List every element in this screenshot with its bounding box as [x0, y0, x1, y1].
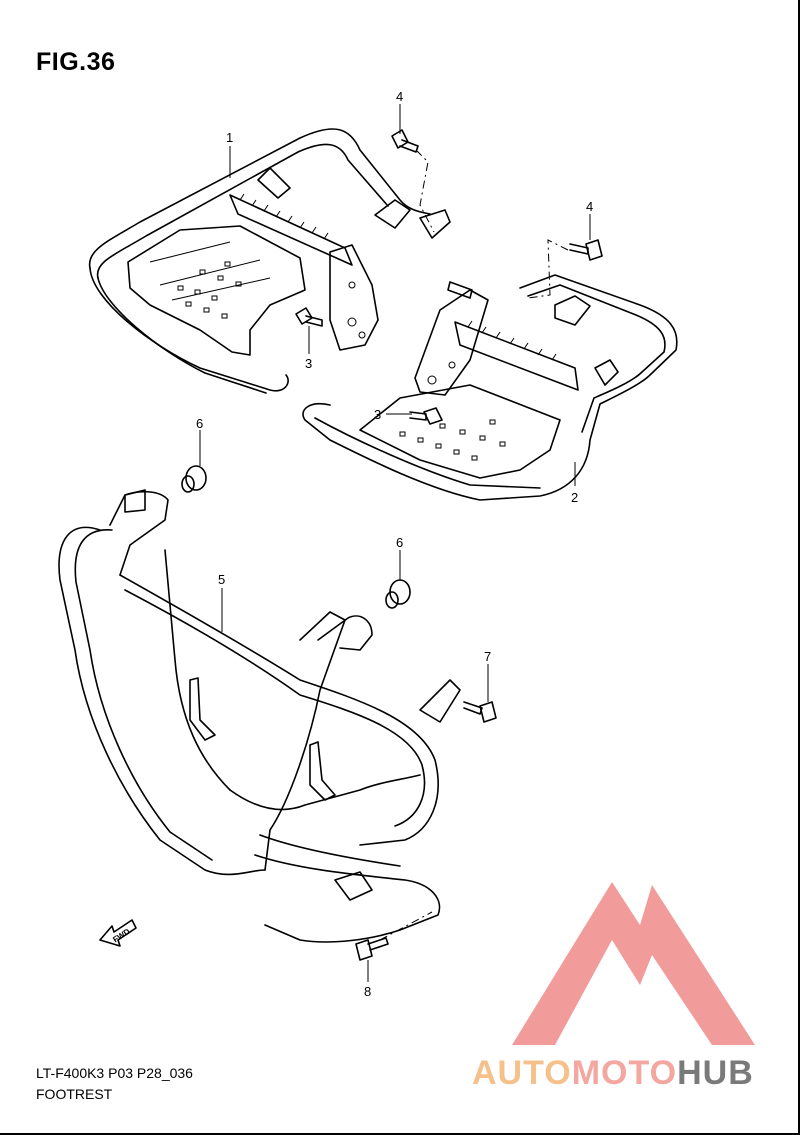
callout-6b: 6 — [396, 535, 403, 550]
bolt-3b-icon — [409, 407, 443, 425]
leader-lines — [199, 104, 591, 982]
bolt-4b-icon — [569, 239, 603, 261]
diagram-code: LT-F400K3 P03 P28_036 — [36, 1065, 193, 1081]
front-guard — [58, 489, 461, 943]
alignment-line-4a — [415, 149, 435, 233]
callout-3a: 3 — [305, 356, 312, 371]
right-footrest — [302, 274, 678, 501]
watermark-logo — [512, 882, 755, 1045]
grommet-6a-icon — [181, 465, 207, 493]
bolt-4a-icon — [391, 129, 419, 153]
callout-2: 2 — [571, 490, 578, 505]
bolt-7-icon — [463, 701, 497, 723]
alignment-line-8 — [379, 911, 433, 941]
grommet-6b-icon — [385, 579, 411, 609]
callout-3b: 3 — [374, 407, 381, 422]
callout-6a: 6 — [196, 416, 203, 431]
bolt-8-icon — [355, 937, 389, 961]
diagram-name: FOOTREST — [36, 1086, 113, 1102]
callout-8: 8 — [364, 984, 371, 999]
figure-title: FIG.36 — [36, 48, 116, 76]
fwd-label: FWD — [111, 927, 131, 945]
watermark-text: AUTOMOTOHUB — [472, 1054, 754, 1092]
callout-1: 1 — [226, 130, 233, 145]
alignment-line-4b — [527, 239, 569, 299]
bolt-3a-icon — [295, 307, 323, 327]
callout-7: 7 — [484, 649, 491, 664]
callout-5: 5 — [218, 572, 225, 587]
callout-4a: 4 — [396, 89, 403, 104]
forward-direction-arrow-icon: FWD — [99, 919, 137, 947]
left-footrest — [88, 128, 451, 394]
callout-4b: 4 — [586, 199, 593, 214]
